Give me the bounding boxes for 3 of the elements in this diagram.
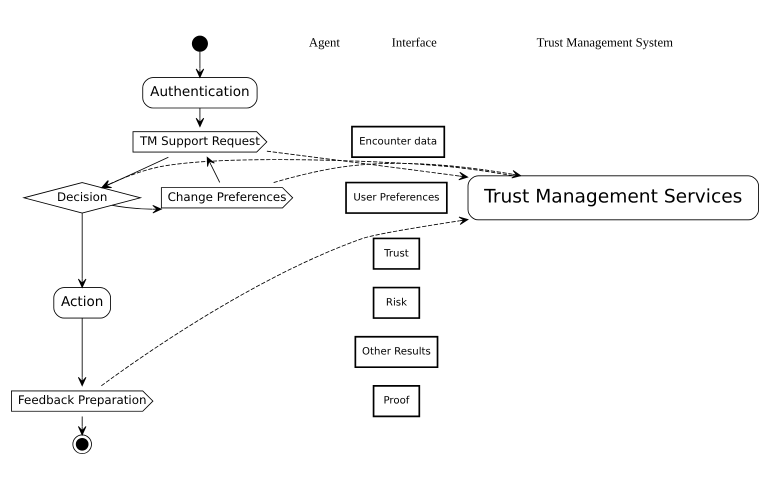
label: Agent [308, 35, 340, 50]
label: Trust Management System [536, 35, 673, 50]
label: Interface [392, 35, 437, 50]
